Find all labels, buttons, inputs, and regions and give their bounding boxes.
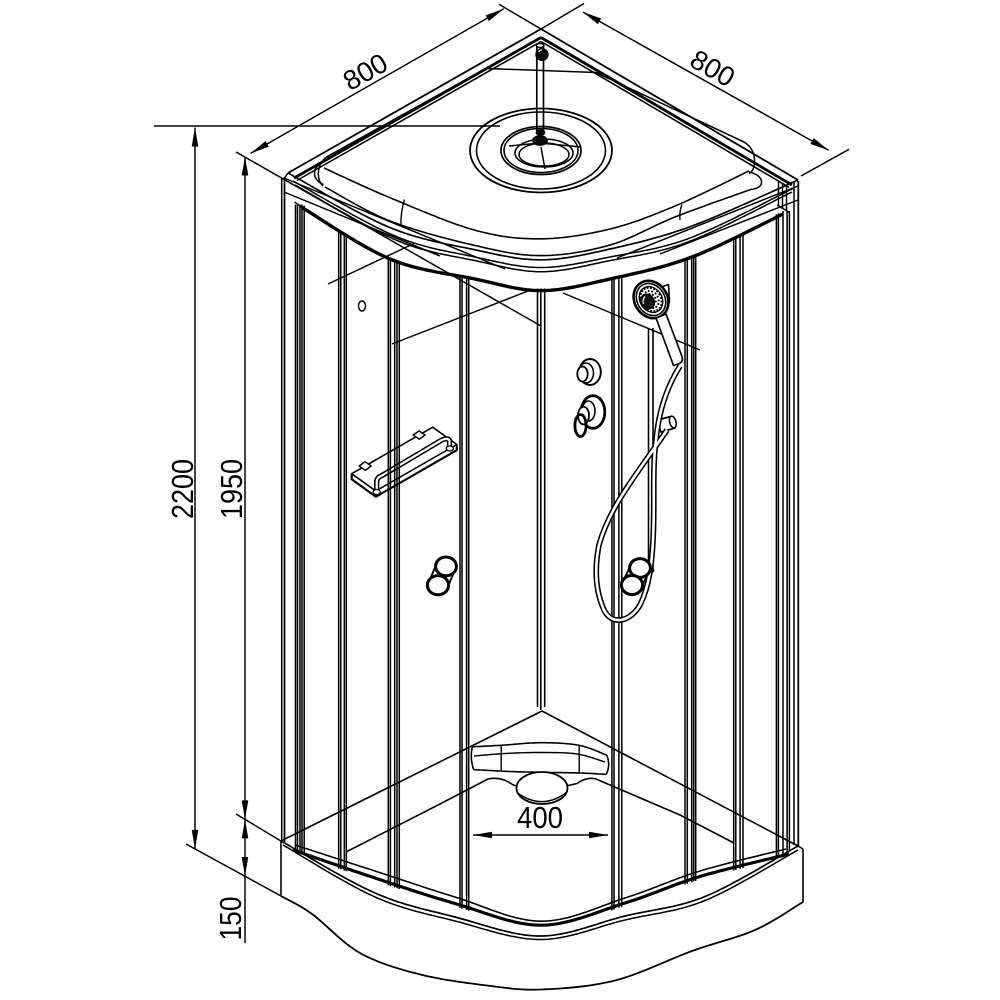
svg-text:2200: 2200 [166, 459, 200, 519]
svg-text:1950: 1950 [215, 459, 249, 519]
svg-text:400: 400 [517, 801, 563, 835]
svg-text:150: 150 [214, 897, 248, 941]
